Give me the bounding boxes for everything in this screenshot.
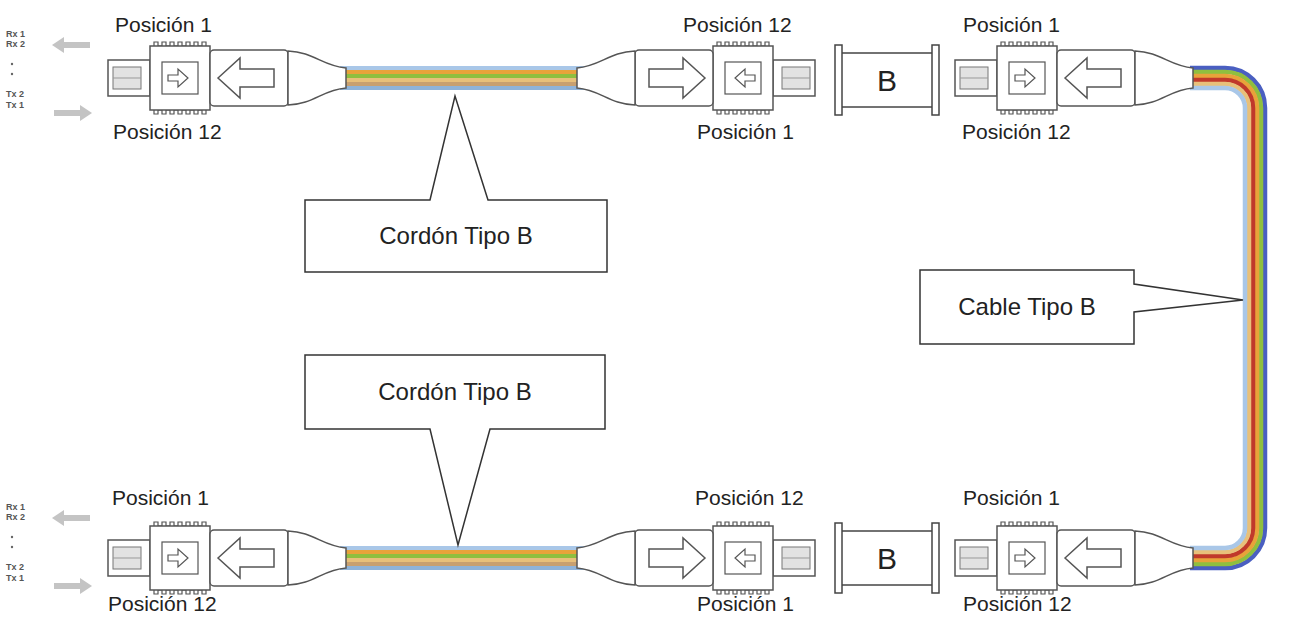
- position-label: Posición 1: [112, 486, 209, 509]
- signal-name: Tx 1: [6, 574, 24, 584]
- position-label: Posición 1: [963, 486, 1060, 509]
- callout-text: Cordón Tipo B: [378, 379, 531, 405]
- position-label: Posición 1: [115, 13, 212, 36]
- position-label: Posición 12: [962, 120, 1071, 143]
- callout-text: Cordón Tipo B: [379, 223, 532, 249]
- adapter-letter: B: [877, 542, 897, 575]
- adapter-letter: B: [877, 64, 897, 97]
- position-label: Posición 12: [683, 13, 792, 36]
- signal-name: Rx 1: [6, 30, 25, 40]
- position-label: Posición 12: [113, 120, 222, 143]
- signal-name: Rx 2: [6, 513, 25, 523]
- adapter-box: B: [835, 523, 939, 593]
- position-label: Posición 1: [963, 13, 1060, 36]
- signal-name: Tx 2: [6, 563, 24, 573]
- signal-name: Tx 2: [6, 90, 24, 100]
- callout-text: Cable Tipo B: [958, 294, 1095, 320]
- position-label: Posición 12: [695, 486, 804, 509]
- adapter-box: B: [835, 45, 939, 115]
- signal-name: Rx 2: [6, 40, 25, 50]
- signal-arrow: [52, 37, 92, 594]
- signal-name: Tx 1: [6, 101, 24, 111]
- callout-box: Cordón Tipo B: [305, 200, 607, 272]
- position-label: Posición 12: [108, 592, 217, 615]
- signal-name: Rx 1: [6, 503, 25, 513]
- callout-box: Cable Tipo B: [920, 270, 1134, 344]
- position-label: Posición 1: [697, 120, 794, 143]
- position-label: Posición 1: [697, 592, 794, 615]
- trunk-cable: [1190, 68, 1265, 568]
- position-label: Posición 12: [963, 592, 1072, 615]
- callout-box: Cordón Tipo B: [305, 355, 605, 429]
